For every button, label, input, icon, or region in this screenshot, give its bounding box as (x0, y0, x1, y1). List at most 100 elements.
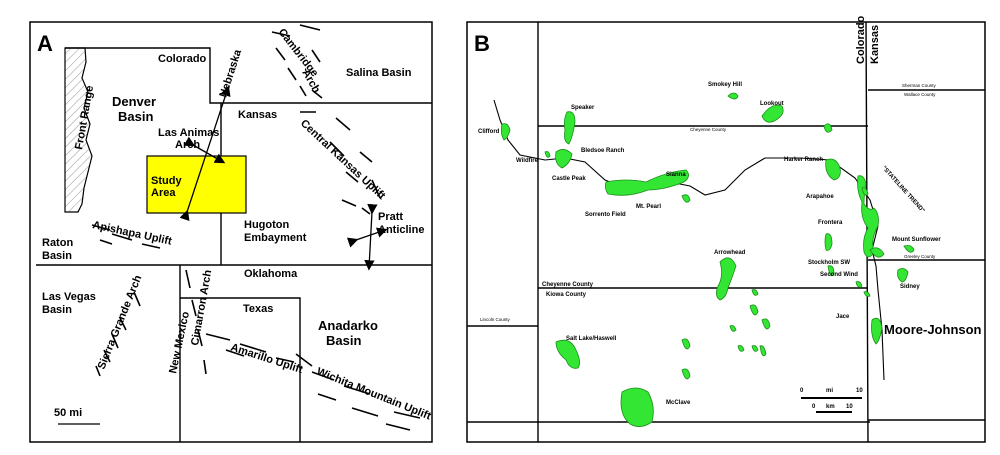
label-lookout: Lookout (760, 101, 784, 107)
label-hugoton-1: Hugoton (244, 219, 289, 231)
front-range-area (64, 47, 93, 213)
field-mcclave (620, 387, 654, 427)
field-wildfire (544, 151, 551, 158)
field-ah-8 (759, 345, 767, 357)
field-speaker (563, 111, 576, 145)
label-raton-2: Basin (42, 250, 72, 262)
label-denver-basin-1: Denver (112, 94, 156, 109)
panel-a-label: A (37, 31, 53, 56)
label-lincoln-county: Lincoln County (480, 317, 511, 322)
label-greeley-county: Greeley County (904, 254, 936, 259)
field-sianna-east (681, 194, 691, 203)
panel-b-label: B (474, 31, 490, 56)
label-colorado: Colorado (158, 53, 207, 65)
label-cheyenne-county-top: Cheyenne County (690, 127, 727, 132)
label-raton-1: Raton (42, 237, 73, 249)
label-sherman-county: Sherman County (902, 83, 937, 88)
field-clifford (500, 123, 511, 141)
scale-mi-zero: 0 (800, 388, 804, 394)
label-jace: Jace (836, 314, 850, 320)
scale-mi-ten: 10 (856, 388, 863, 394)
label-stateline-trend: "STATELINE TREND" (881, 165, 926, 214)
field-castle-peak (555, 149, 573, 169)
label-denver-basin-2: Basin (118, 109, 153, 124)
field-mount-sunflower (903, 245, 915, 253)
panel-a: A (29, 21, 433, 443)
label-central-kansas-uplift: Central Kansas Uplift (298, 117, 388, 202)
field-ah-7 (751, 345, 759, 352)
field-frontera-west (824, 233, 833, 251)
label-castle-peak: Castle Peak (552, 176, 586, 182)
panel-b: B (466, 15, 986, 443)
label-sidney: Sidney (900, 284, 920, 290)
oil-fields (500, 92, 915, 427)
label-stockholm-sw: Stockholm SW (808, 260, 850, 266)
label-clifford: Clifford (478, 129, 500, 135)
pratt-anticline-arrow (346, 227, 388, 248)
label-mcclave: McClave (666, 400, 691, 406)
pratt-anticline-axis (364, 203, 378, 271)
field-salt-lake (555, 339, 580, 369)
field-arrowhead (716, 257, 737, 301)
field-moore-johnson (871, 317, 883, 345)
label-salt-lake: Salt Lake/Haswell (566, 336, 617, 342)
label-salina-basin: Salina Basin (346, 67, 412, 79)
las-animas-arch-arrow (183, 136, 226, 164)
label-hugoton-2: Embayment (244, 232, 307, 244)
label-pratt-1: Pratt (378, 211, 403, 223)
county-boundaries (467, 21, 985, 443)
label-kansas: Kansas (238, 109, 277, 121)
label-oklahoma: Oklahoma (244, 268, 298, 280)
texas-border (180, 297, 301, 442)
scale-km-label: km (826, 404, 835, 410)
label-study-area-1: Study (151, 175, 182, 187)
panel-b-frame (466, 21, 986, 443)
label-harker-ranch: Harker Ranch (784, 157, 823, 163)
label-texas: Texas (243, 303, 273, 315)
field-stockholm-west (827, 265, 835, 277)
field-second-wind (855, 281, 863, 288)
field-frontera (857, 175, 879, 258)
label-sierra-grande-arch: Sierra Grande Arch (96, 273, 145, 371)
label-nebraska: Nebraska (217, 47, 244, 99)
field-ah-6 (737, 345, 745, 352)
field-second-wind-2 (863, 291, 871, 297)
field-ah-9 (681, 338, 691, 350)
scale-km-zero: 0 (812, 404, 816, 410)
fault-lines (91, 24, 421, 431)
colorado-nebraska-kansas-border (65, 47, 432, 104)
label-kiowa-county: Kiowa County (546, 292, 587, 298)
label-las-animas-2: Arch (175, 139, 200, 151)
scale-mi-label: mi (826, 388, 833, 394)
label-speaker: Speaker (571, 105, 595, 111)
field-ah-2 (751, 289, 759, 296)
label-amarillo-uplift: Amarillo Uplift (229, 341, 305, 376)
panel-b-scale: 0 mi 10 0 km 10 (800, 388, 863, 413)
label-sorrento-field: Sorrento Field (585, 212, 626, 218)
label-bledsoe-ranch: Bledsoe Ranch (581, 148, 625, 154)
field-harker-ranch (823, 123, 833, 133)
label-study-area-2: Area (151, 187, 176, 199)
label-arrowhead: Arrowhead (714, 250, 746, 256)
label-moore-johnson: Moore-Johnson (884, 322, 982, 337)
field-ah-5 (729, 325, 737, 332)
label-b-colorado: Colorado (855, 15, 867, 64)
label-wildfire: Wildfire (516, 158, 539, 164)
label-cheyenne-county: Cheyenne County (542, 282, 594, 288)
label-b-kansas: Kansas (869, 25, 881, 64)
label-anadarko-1: Anadarko (318, 318, 378, 333)
label-mount-sunflower: Mount Sunflower (892, 237, 941, 243)
label-second-wind: Second Wind (820, 272, 858, 278)
field-lookout (761, 104, 784, 123)
field-sianna (604, 169, 689, 196)
field-ah-3 (749, 304, 759, 316)
label-apishapa-uplift: Apishapa Uplift (91, 219, 173, 248)
field-harker-south (825, 158, 841, 181)
label-sianna: Sianna (666, 172, 686, 178)
label-las-animas-1: Las Animas (158, 127, 219, 139)
label-pratt-2: Anticline (378, 224, 424, 236)
label-smokey-hill: Smokey Hill (708, 82, 742, 88)
label-frontera: Frontera (818, 220, 843, 226)
label-arapahoe: Arapahoe (806, 194, 834, 200)
